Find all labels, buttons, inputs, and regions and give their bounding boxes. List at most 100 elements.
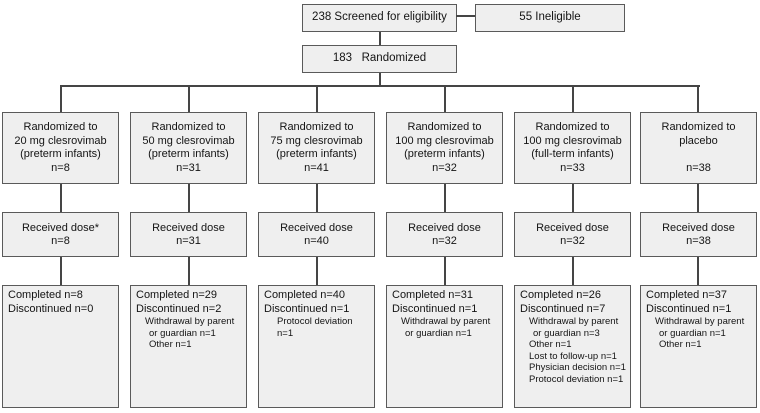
- text-line: (preterm infants): [20, 148, 101, 160]
- text-line: Randomized to: [23, 121, 98, 133]
- text-line: 100 mg clesrovimab: [395, 134, 494, 147]
- text-line: n=40: [304, 234, 329, 247]
- text-line: n=8: [51, 234, 70, 247]
- text-line: 75 mg clesrovimab: [270, 134, 363, 147]
- arm-6-received-dose-box: Received dose n=38: [640, 212, 757, 257]
- text-line: or guardian n=1: [405, 327, 472, 339]
- text-line: or guardian n=3: [533, 327, 600, 339]
- text-line: Withdrawal by parent: [145, 316, 235, 327]
- text-line: Discontinued n=2: [136, 302, 222, 315]
- arm-3-randomized-box: Randomized to 75 mg clesrovimab (preterm…: [258, 112, 375, 184]
- arm-6-outcome-box: Completed n=37 Discontinued n=1 Withdraw…: [640, 285, 757, 408]
- screened-label: 238 Screened for eligibility: [312, 11, 447, 24]
- text-line: Randomized to: [279, 121, 354, 133]
- text-line: Completed n=29: [136, 289, 218, 301]
- text-line: Lost to follow-up n=1: [529, 350, 617, 362]
- arm-4-received-dose-box: Received dose n=32: [386, 212, 503, 257]
- arm-1-received-dose-box: Received dose* n=8: [2, 212, 119, 257]
- connector-line: [379, 73, 381, 86]
- text-line: 20 mg clesrovimab: [14, 134, 107, 147]
- randomized-label: 183 Randomized: [332, 52, 427, 65]
- text-line: n=38: [686, 234, 711, 247]
- text-line: Other n=1: [659, 339, 702, 350]
- arm-2-received-dose-box: Received dose n=31: [130, 212, 247, 257]
- arm-4-randomized-box: Randomized to 100 mg clesrovimab (preter…: [386, 112, 503, 184]
- text-line: Completed n=31: [392, 289, 474, 301]
- connector-line: [316, 184, 318, 212]
- text-line: or guardian n=1: [659, 327, 726, 339]
- text-line: n=32: [432, 234, 457, 247]
- text-line: (full-term infants): [531, 148, 614, 160]
- arm-1-outcome-box: Completed n=8 Discontinued n=0: [2, 285, 119, 408]
- text-line: Discontinued n=7: [520, 302, 606, 315]
- arm-1-randomized-box: Randomized to 20 mg clesrovimab (preterm…: [2, 112, 119, 184]
- randomized-box: 183 Randomized: [302, 45, 457, 73]
- connector-line: [572, 85, 574, 112]
- text-line: n=8: [51, 161, 70, 174]
- connector-line: [188, 184, 190, 212]
- text-line: n=32: [432, 161, 457, 174]
- arm-2-outcome-box: Completed n=29 Discontinued n=2 Withdraw…: [130, 285, 247, 408]
- arm-5-outcome-box: Completed n=26 Discontinued n=7 Withdraw…: [514, 285, 631, 408]
- ineligible-box: 55 Ineligible: [475, 4, 625, 32]
- text-line: placebo: [679, 134, 718, 147]
- text-line: (preterm infants): [276, 148, 357, 160]
- arm-3-outcome-box: Completed n=40 Discontinued n=1 Protocol…: [258, 285, 375, 408]
- text-line: [697, 148, 700, 162]
- text-line: Withdrawal by parent: [655, 316, 745, 327]
- text-line: n=1: [277, 327, 294, 339]
- arm-6-randomized-box: Randomized to placebo n=38: [640, 112, 757, 184]
- connector-line: [444, 85, 446, 112]
- text-line: Completed n=26: [520, 289, 602, 301]
- text-line: Completed n=40: [264, 289, 346, 301]
- text-line: Received dose*: [21, 221, 100, 234]
- text-line: (preterm infants): [148, 148, 229, 160]
- connector-line: [456, 15, 475, 17]
- arm-3-received-dose-box: Received dose n=40: [258, 212, 375, 257]
- text-line: (preterm infants): [404, 148, 485, 160]
- screened-box: 238 Screened for eligibility: [302, 4, 457, 32]
- arm-5-received-dose-box: Received dose n=32: [514, 212, 631, 257]
- connector-line: [188, 257, 190, 285]
- text-line: n=31: [176, 161, 201, 174]
- connector-line: [572, 184, 574, 212]
- connector-line: [379, 32, 381, 45]
- arm-4-outcome-box: Completed n=31 Discontinued n=1 Withdraw…: [386, 285, 503, 408]
- text-line: Randomized to: [407, 121, 482, 133]
- connector-line: [60, 184, 62, 212]
- connector-line: [60, 257, 62, 285]
- connector-line: [188, 85, 190, 112]
- connector-line: [697, 184, 699, 212]
- text-line: Protocol deviation: [277, 316, 353, 327]
- text-line: Discontinued n=0: [8, 302, 94, 315]
- text-line: n=41: [304, 161, 329, 174]
- connector-line: [60, 85, 62, 112]
- text-line: Discontinued n=1: [264, 302, 350, 315]
- connector-line: [444, 257, 446, 285]
- text-line: Other n=1: [149, 339, 192, 350]
- text-line: 100 mg clesrovimab: [523, 134, 622, 147]
- text-line: Completed n=37: [646, 289, 728, 301]
- connector-line: [444, 184, 446, 212]
- text-line: 50 mg clesrovimab: [142, 134, 235, 147]
- connector-line: [60, 85, 700, 87]
- connector-line: [697, 257, 699, 285]
- arm-2-randomized-box: Randomized to 50 mg clesrovimab (preterm…: [130, 112, 247, 184]
- text-line: Other n=1: [529, 339, 572, 350]
- connector-line: [572, 257, 574, 285]
- connector-line: [316, 85, 318, 112]
- connector-line: [697, 85, 699, 112]
- text-line: n=38: [686, 161, 711, 174]
- text-line: Completed n=8: [8, 289, 83, 301]
- arm-5-randomized-box: Randomized to 100 mg clesrovimab (full-t…: [514, 112, 631, 184]
- text-line: or guardian n=1: [149, 327, 216, 339]
- text-line: Received dose: [152, 221, 225, 234]
- text-line: n=32: [560, 234, 585, 247]
- text-line: Randomized to: [661, 121, 736, 133]
- text-line: Discontinued n=1: [392, 302, 478, 315]
- ineligible-label: 55 Ineligible: [519, 11, 581, 24]
- text-line: Withdrawal by parent: [401, 316, 491, 327]
- text-line: Discontinued n=1: [646, 302, 732, 315]
- text-line: n=33: [560, 161, 585, 174]
